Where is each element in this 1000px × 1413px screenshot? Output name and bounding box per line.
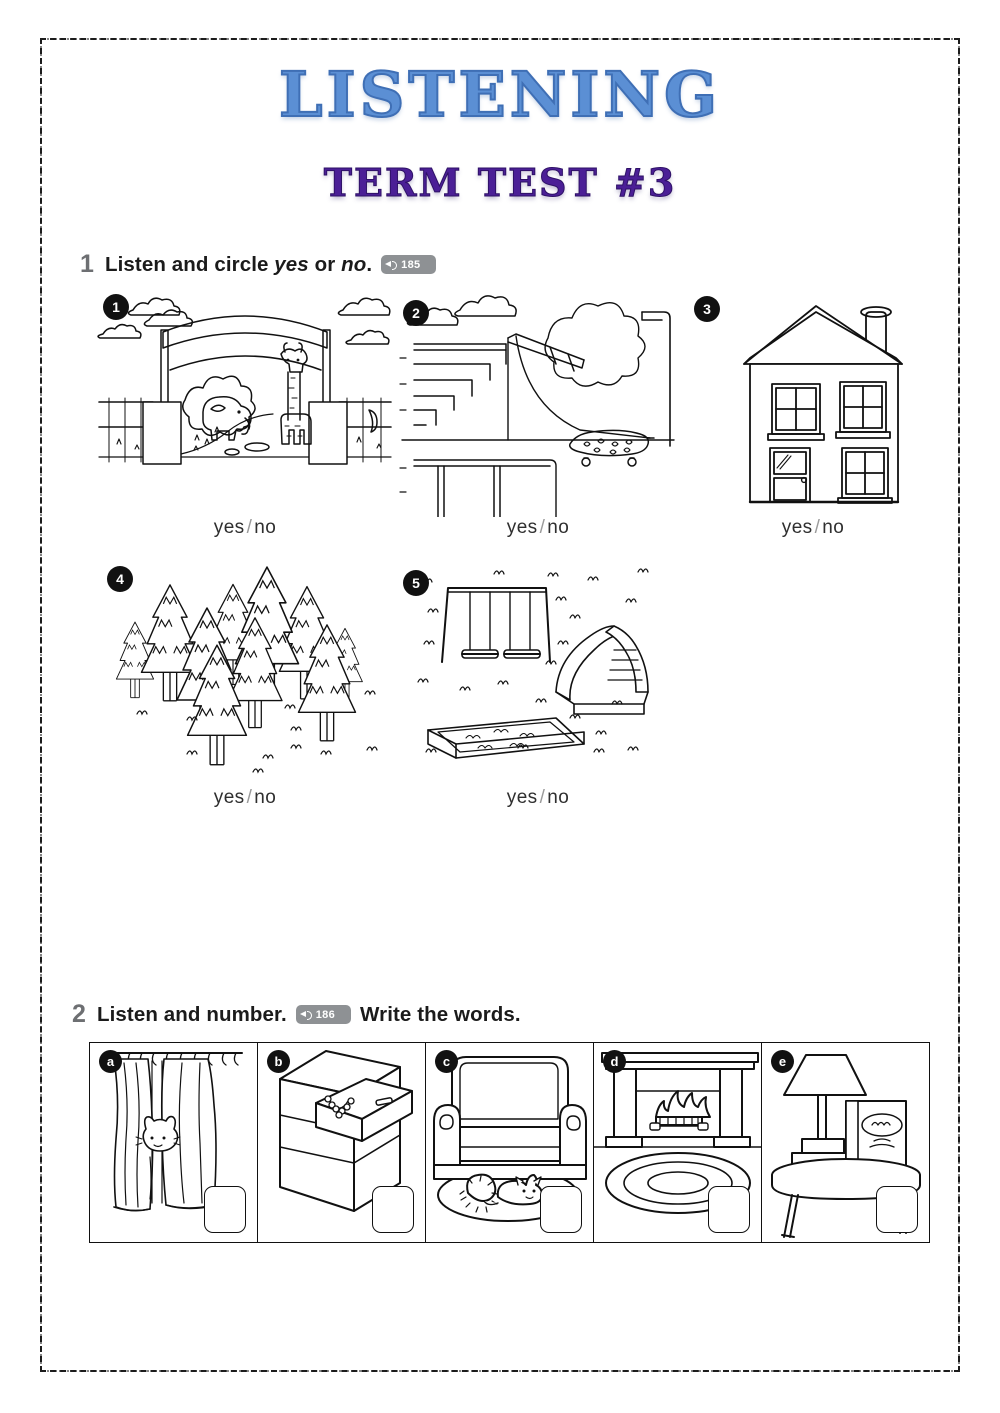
- zoo-entrance-illustration: [97, 297, 392, 465]
- picture-item-1: 1: [95, 292, 395, 542]
- speaker-icon: [299, 1008, 313, 1021]
- item-badge-2: 2: [403, 300, 429, 326]
- answer-box-b[interactable]: [372, 1186, 414, 1233]
- answer-box-a[interactable]: [204, 1186, 246, 1233]
- page-title: LISTENING: [0, 57, 1000, 132]
- item-badge-4: 4: [107, 566, 133, 592]
- fireplace-illustration: [594, 1052, 761, 1214]
- exercise-2-instruction: 2 Listen and number. 186 Write the words…: [72, 1000, 521, 1029]
- answer-box-c[interactable]: [540, 1186, 582, 1233]
- ex2-item-d: d: [594, 1043, 762, 1242]
- exercise-1-number: 1: [80, 250, 95, 278]
- answer-box-d[interactable]: [708, 1186, 750, 1233]
- item-badge-5: 5: [403, 570, 429, 596]
- page-subtitle: TERM TEST #3: [323, 160, 677, 206]
- picture-item-3: 3: [688, 292, 938, 542]
- answer-yes-3[interactable]: yes: [781, 517, 813, 538]
- item-badge-c: c: [435, 1050, 458, 1073]
- answer-separator-2: /: [539, 517, 546, 538]
- ex2-item-c: c: [426, 1043, 594, 1242]
- answer-choice-2[interactable]: yes/no: [398, 517, 678, 539]
- answer-choice-5[interactable]: yes/no: [398, 787, 678, 809]
- ex2-item-e: e: [762, 1043, 929, 1242]
- item-badge-b: b: [267, 1050, 290, 1073]
- playground-illustration: [417, 568, 649, 759]
- answer-separator-4: /: [246, 787, 253, 808]
- answer-choice-1[interactable]: yes/no: [95, 517, 395, 539]
- exercise-1-instruction: 1 Listen and circle yes or no. 185: [80, 250, 437, 279]
- instr1-part-b: or: [308, 252, 342, 276]
- house-illustration: [743, 305, 903, 504]
- item-badge-1: 1: [103, 294, 129, 320]
- item-badge-a: a: [99, 1050, 122, 1073]
- item-badge-3: 3: [694, 296, 720, 322]
- audio-track-number: 186: [315, 1008, 336, 1021]
- item-badge-d: d: [603, 1050, 626, 1073]
- answer-no-2[interactable]: no: [547, 517, 570, 538]
- ex2-item-a: a: [90, 1043, 258, 1242]
- exercise-1-text: Listen and circle yes or no.: [105, 253, 372, 277]
- instr1-word-no: no: [341, 252, 367, 276]
- answer-separator-1: /: [246, 517, 253, 538]
- exercise-2-picture-strip: a: [89, 1042, 930, 1243]
- answer-no-5[interactable]: no: [547, 787, 570, 808]
- speaker-icon: [385, 258, 398, 271]
- answer-yes-2[interactable]: yes: [506, 517, 538, 538]
- exercise-2-text-part2: Write the words.: [360, 1002, 521, 1026]
- answer-no-1[interactable]: no: [254, 517, 277, 538]
- picture-item-4: 4: [95, 562, 395, 812]
- armchair-with-cat-illustration: [433, 1056, 587, 1222]
- ex2-item-b: b: [258, 1043, 426, 1242]
- curtains-with-cat-illustration: [111, 1052, 243, 1212]
- audio-badge-186[interactable]: 186: [295, 1005, 352, 1024]
- page-border: [40, 38, 960, 1372]
- answer-yes-1[interactable]: yes: [213, 517, 245, 538]
- picture-item-2: 2: [398, 292, 678, 542]
- answer-yes-4[interactable]: yes: [213, 787, 245, 808]
- instr1-part-a: Listen and circle: [105, 252, 275, 276]
- table-with-lamp-and-book-illustration: [771, 1054, 921, 1238]
- answer-choice-4[interactable]: yes/no: [95, 787, 395, 809]
- answer-separator-5: /: [539, 787, 546, 808]
- answer-choice-3[interactable]: yes/no: [688, 517, 938, 539]
- item-badge-e: e: [771, 1050, 794, 1073]
- answer-separator-3: /: [814, 517, 821, 538]
- audio-badge-185[interactable]: 185: [381, 255, 437, 274]
- answer-yes-5[interactable]: yes: [506, 787, 538, 808]
- exercise-2-number: 2: [72, 1000, 87, 1028]
- audio-track-number: 185: [401, 258, 421, 271]
- instr1-part-c: .: [366, 252, 373, 276]
- instr1-word-yes: yes: [274, 252, 309, 276]
- answer-no-3[interactable]: no: [822, 517, 845, 538]
- chest-of-drawers-illustration: [279, 1050, 413, 1212]
- skate-park-illustration: [399, 295, 675, 517]
- picture-item-5: 5: [398, 562, 678, 812]
- answer-no-4[interactable]: no: [254, 787, 277, 808]
- answer-box-e[interactable]: [876, 1186, 918, 1233]
- exercise-2-text-part1: Listen and number.: [97, 1002, 287, 1026]
- forest-illustration: [115, 566, 378, 774]
